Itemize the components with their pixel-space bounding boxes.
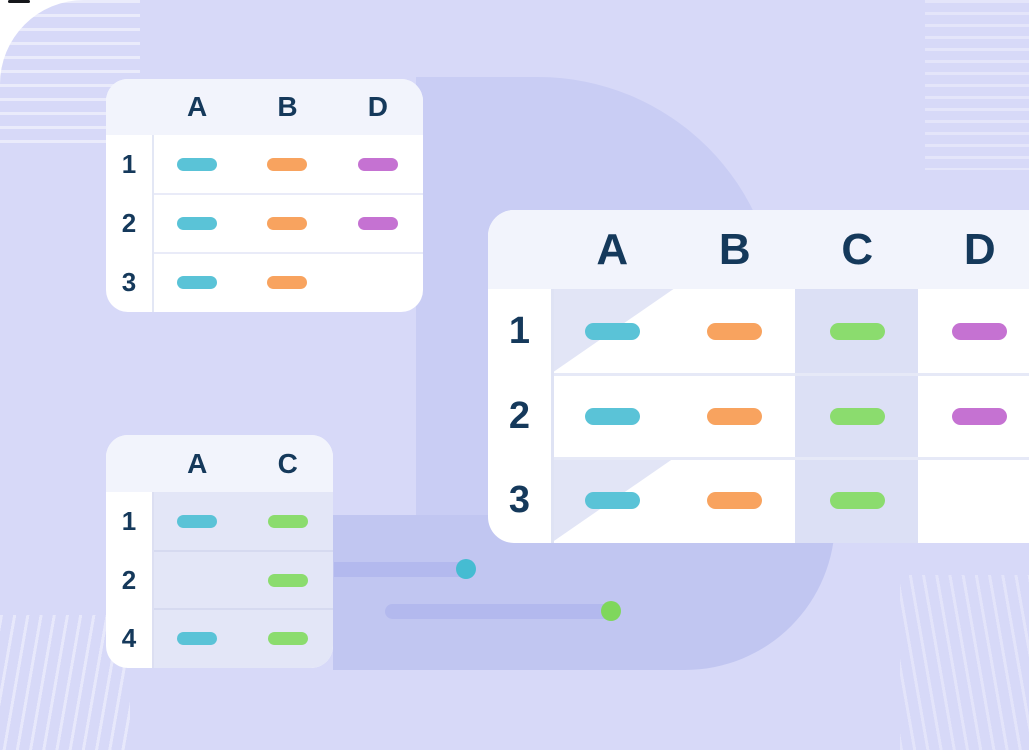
green-data-pill: [829, 322, 885, 340]
table-row-3: 3: [488, 457, 1029, 543]
column-header-A: A: [187, 91, 208, 122]
teal-data-pill: [177, 632, 218, 646]
table-cell: [551, 458, 674, 543]
source-table-abd: A B D 1 2 3: [106, 79, 423, 312]
label-column-divider: [551, 289, 554, 543]
row-label-3: 3: [508, 479, 531, 522]
row-label-3: 3: [121, 267, 137, 297]
column-header-A: A: [187, 447, 208, 479]
table-cell: [551, 374, 674, 459]
table-header-row: A B C D: [488, 210, 1029, 289]
table-cell: [152, 135, 242, 194]
table-cell: [919, 374, 1029, 459]
green-data-pill: [267, 573, 308, 587]
table-cell: [674, 458, 797, 543]
purple-data-pill: [357, 217, 398, 230]
table-cell: [152, 492, 243, 551]
green-slider-track: [385, 604, 613, 619]
purple-data-pill: [952, 322, 1008, 340]
orange-data-pill: [707, 492, 763, 510]
table-cell: [152, 194, 242, 253]
table-cell: [243, 609, 334, 668]
table-cell: [919, 458, 1029, 543]
teal-data-pill: [584, 407, 640, 425]
green-data-pill: [829, 407, 885, 425]
purple-data-pill: [357, 158, 398, 171]
table-cell: [796, 458, 919, 543]
table-cell: [243, 551, 334, 610]
table-cell: [152, 551, 243, 610]
green-slider-dot[interactable]: [601, 601, 621, 621]
table-cell: [919, 289, 1029, 374]
teal-data-pill: [177, 276, 218, 289]
table-cell: [152, 253, 242, 312]
column-header-C: C: [277, 447, 298, 479]
orange-data-pill: [267, 158, 308, 171]
column-header-B: B: [277, 91, 298, 122]
green-data-pill: [829, 492, 885, 510]
label-column-divider: [152, 492, 154, 668]
table-row-1: 1: [488, 289, 1029, 374]
table-cell: [333, 135, 423, 194]
table-cell: [152, 609, 243, 668]
column-header-D: D: [963, 224, 996, 274]
row-label-2: 2: [508, 394, 531, 437]
table-cell: [674, 374, 797, 459]
table-row-2: 2: [106, 193, 423, 253]
table-body: 1 2 3: [488, 289, 1029, 543]
column-header-C: C: [841, 224, 874, 274]
table-row-1: 1: [106, 492, 333, 551]
teal-data-pill: [584, 492, 640, 510]
table-cell: [333, 253, 423, 312]
table-cell: [674, 289, 797, 374]
table-row-2: 2: [488, 372, 1029, 459]
table-cell: [796, 289, 919, 374]
column-header-A: A: [596, 224, 629, 274]
table-cell: [551, 289, 674, 374]
row-label-2: 2: [121, 564, 137, 595]
table-body: 1 2 4: [106, 492, 333, 668]
table-row-1: 1: [106, 135, 423, 194]
top-left-dash: [8, 0, 30, 3]
row-label-1: 1: [121, 505, 137, 536]
table-cell: [333, 194, 423, 253]
table-cell: [242, 135, 332, 194]
row-label-4: 4: [121, 623, 137, 654]
orange-data-pill: [267, 276, 308, 289]
merged-table-abcd: A B C D 1 2 3: [488, 210, 1029, 543]
table-row-4: 4: [106, 608, 334, 668]
green-data-pill: [267, 514, 308, 528]
row-label-1: 1: [508, 309, 531, 352]
row-label-1: 1: [121, 149, 137, 179]
teal-data-pill: [177, 217, 218, 230]
orange-data-pill: [707, 407, 763, 425]
table-cell: [796, 374, 919, 459]
column-header-B: B: [718, 224, 751, 274]
teal-data-pill: [177, 514, 218, 528]
table-row-2: 2: [106, 549, 334, 610]
table-cell: [243, 492, 334, 551]
orange-data-pill: [267, 217, 308, 230]
teal-data-pill: [177, 158, 218, 171]
row-label-2: 2: [121, 208, 137, 238]
purple-data-pill: [952, 407, 1008, 425]
table-cell: [242, 253, 332, 312]
column-header-D: D: [367, 91, 388, 122]
green-data-pill: [267, 632, 308, 646]
teal-slider-dot[interactable]: [456, 559, 476, 579]
table-cell: [242, 194, 332, 253]
label-column-divider: [152, 135, 154, 312]
teal-data-pill: [584, 322, 640, 340]
table-body: 1 2 3: [106, 135, 423, 312]
table-row-3: 3: [106, 252, 423, 312]
orange-data-pill: [707, 322, 763, 340]
teal-slider-track: [334, 562, 467, 577]
